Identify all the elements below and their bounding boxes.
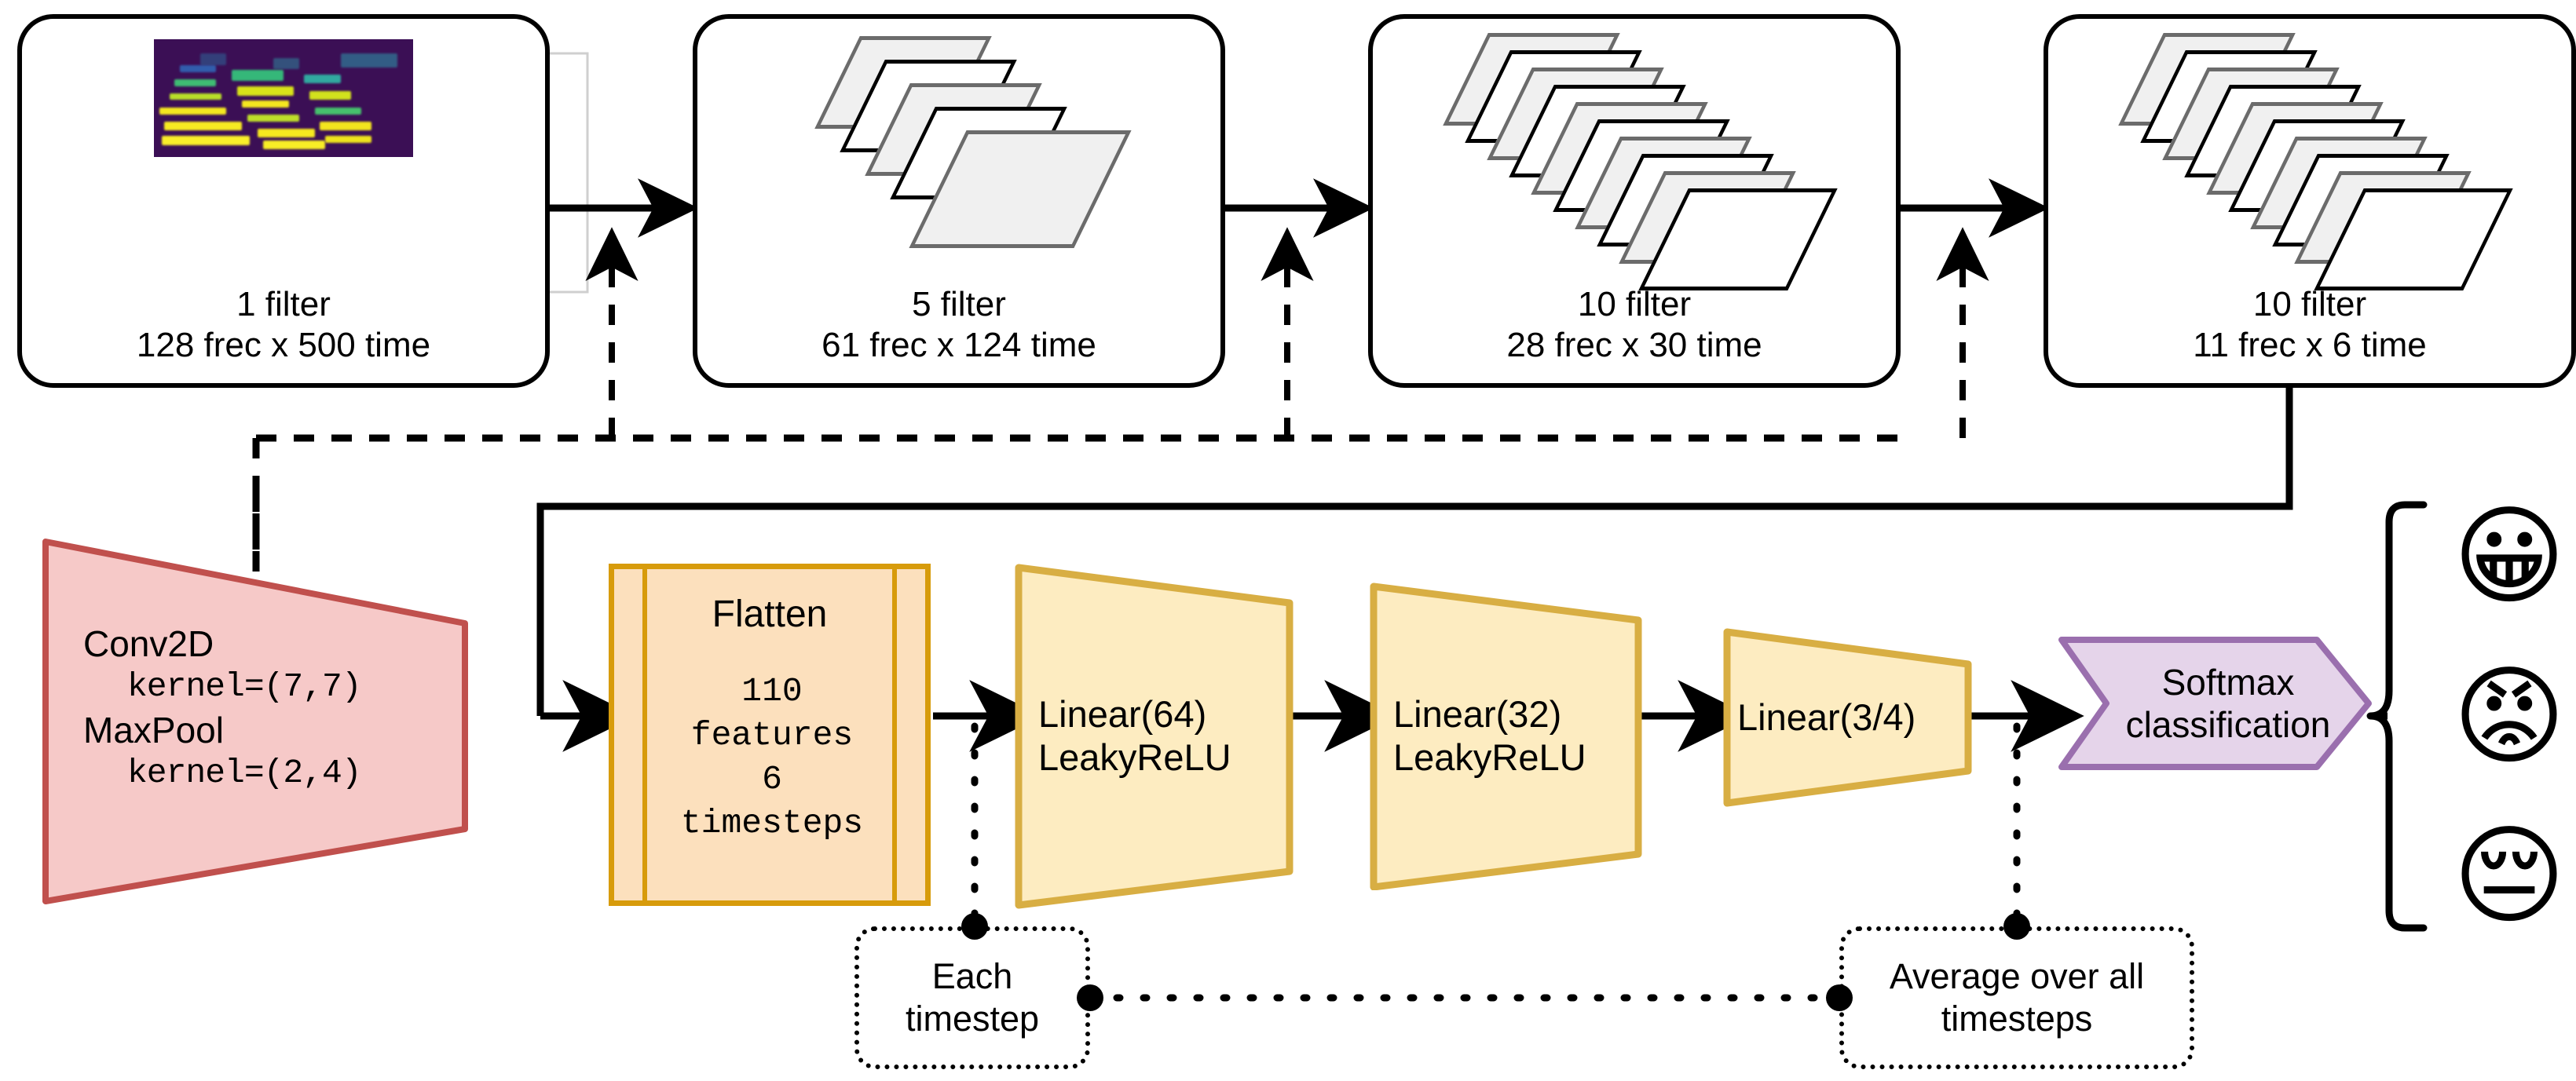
softmax-label: Softmax — [2161, 661, 2295, 703]
note-each-line2: timestep — [905, 999, 1040, 1039]
emotion-output-group: 😀 😡 😔 — [2442, 502, 2576, 930]
note-average-timesteps: Average over all timesteps — [1839, 926, 2194, 1069]
conv2d-label: Conv2D — [83, 623, 214, 664]
linear-trapezoid-shape — [1723, 628, 1972, 807]
note-each-timestep: Each timestep — [854, 926, 1090, 1069]
linear-64-activation: LeakyReLU — [1038, 736, 1231, 778]
feature-map-caption: 10 filter 28 frec x 30 time — [1373, 284, 1896, 366]
linear-32-label: Linear(32) — [1393, 693, 1562, 736]
conv2d-kernel-label: kernel=(7,7) — [127, 667, 362, 707]
note-avg-text: Average over all timesteps — [1890, 955, 2144, 1040]
conv-block-text: Conv2D kernel=(7,7) MaxPool kernel=(2,4) — [83, 622, 452, 794]
linear-64-node: Linear(64) LeakyReLU — [1015, 564, 1294, 909]
conv-trapezoid-shape — [42, 539, 468, 904]
shape-label: 128 frec x 500 time — [136, 326, 431, 365]
junction-dot-avg-left — [1826, 984, 1853, 1011]
note-each-line1: Each — [931, 956, 1013, 996]
note-avg-line1: Average over all — [1889, 956, 2145, 996]
shape-label: 61 frec x 124 time — [821, 326, 1096, 365]
filter-stack-art-10 — [1373, 19, 1896, 290]
softmax-sublabel: classification — [2125, 704, 2331, 745]
linear-34-node: Linear(3/4) — [1723, 628, 1973, 807]
flatten-right-rail — [892, 568, 897, 901]
shape-label: 11 frec x 6 time — [2193, 326, 2427, 365]
note-avg-line2: timesteps — [1941, 999, 2093, 1039]
linear-32-activation: LeakyReLU — [1393, 736, 1586, 778]
filters-label: 10 filter — [2252, 285, 2367, 324]
shape-label: 28 frec x 30 time — [1506, 326, 1762, 365]
pouting-face-emoji: 😡 — [2453, 652, 2566, 780]
linear-34-label: Linear(3/4) — [1737, 696, 1916, 738]
softmax-chevron-shape — [2058, 637, 2372, 770]
softmax-text: Softmax classification — [2058, 636, 2372, 771]
filters-label: 5 filter — [912, 285, 1006, 324]
softmax-node: Softmax classification — [2058, 636, 2372, 771]
junction-dot-avg-top — [2003, 913, 2030, 940]
linear-64-label: Linear(64) — [1038, 693, 1207, 736]
feature-map-caption: 5 filter 61 frec x 124 time — [697, 284, 1220, 366]
flatten-left-rail — [642, 568, 647, 901]
feature-map-caption: 10 filter 11 frec x 6 time — [2048, 284, 2571, 366]
feature-map-box-conv1: 5 filter 61 frec x 124 time — [693, 14, 1225, 388]
filters-label: 10 filter — [1577, 285, 1692, 324]
feature-map-caption: 1 filter 128 frec x 500 time — [22, 284, 545, 366]
feature-map-box-conv2: 10 filter 28 frec x 30 time — [1368, 14, 1901, 388]
filters-label: 1 filter — [236, 285, 331, 324]
mel-spectrogram-image — [154, 39, 413, 157]
note-each-text: Each timestep — [906, 955, 1039, 1040]
linear-trapezoid-shape — [1015, 564, 1293, 909]
spectrogram-art — [22, 19, 545, 278]
filter-stack-art-10b — [2048, 19, 2571, 290]
feature-map-box-input: 1 filter 128 frec x 500 time — [17, 14, 550, 388]
junction-dot-each-right — [1077, 984, 1103, 1011]
grinning-face-emoji: 😀 — [2453, 493, 2566, 619]
conv2d-maxpool-block: Conv2D kernel=(7,7) MaxPool kernel=(2,4) — [41, 537, 471, 906]
flatten-title: Flatten — [712, 593, 828, 635]
pensive-face-emoji: 😔 — [2453, 813, 2566, 939]
linear-64-text: Linear(64) LeakyReLU — [1015, 564, 1294, 909]
filter-stack-art-5 — [697, 19, 1220, 278]
linear-32-node: Linear(32) LeakyReLU — [1370, 582, 1643, 891]
maxpool-label: MaxPool — [83, 709, 224, 750]
maxpool-kernel-label: kernel=(2,4) — [127, 753, 362, 792]
junction-dot-each-top — [961, 913, 988, 940]
linear-32-text: Linear(32) LeakyReLU — [1370, 582, 1643, 890]
linear-trapezoid-shape — [1370, 582, 1642, 891]
linear-34-text: Linear(3/4) — [1723, 628, 1973, 807]
feature-map-box-conv3: 10 filter 11 frec x 6 time — [2044, 14, 2576, 388]
